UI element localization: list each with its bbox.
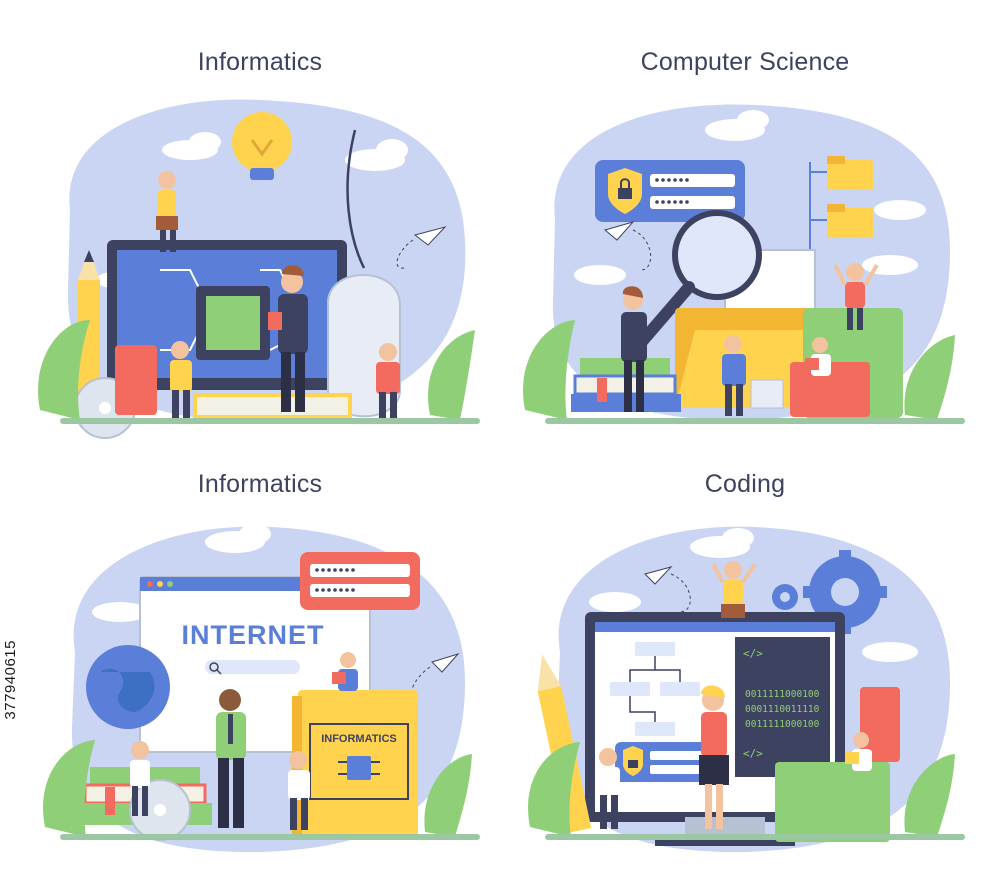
ground-line: [60, 418, 480, 424]
code-tag-open: </>: [743, 647, 763, 660]
magnifier-icon: [627, 210, 762, 358]
panel-title: Computer Science: [640, 48, 850, 76]
computer-science-illustration: [523, 104, 965, 424]
paper-plane-icon: [396, 226, 447, 269]
ground-line: [545, 418, 965, 424]
person-boy-center: [722, 335, 746, 416]
person-woman-holding-magnifier: [621, 286, 647, 412]
person-boy-left: [170, 341, 192, 420]
usb-plug: [750, 379, 784, 409]
panel-title: Informatics: [197, 48, 323, 76]
binary-line-2: 0001110011110: [745, 704, 820, 715]
gear-icon: [803, 550, 887, 634]
password-card: [615, 742, 715, 782]
person-boy-left: [598, 748, 620, 829]
plants: [38, 320, 475, 420]
plants: [523, 320, 955, 420]
lightbulb-icon: [232, 112, 292, 180]
coding-scene: </> 0011111000100 0001110011110 00111110…: [505, 512, 985, 872]
chip-icon: [338, 756, 380, 780]
chip-icon: [196, 286, 270, 360]
person-girl-cheering: [833, 263, 879, 330]
folder-icon: [827, 156, 873, 190]
person-woman-teacher: [268, 265, 308, 412]
cd-disc-icon: [129, 779, 191, 841]
password-card: [300, 552, 420, 610]
usb-drive: [860, 687, 900, 762]
paper-plane-icon: [644, 566, 691, 613]
lock-icon: [623, 746, 643, 776]
plants: [528, 742, 955, 837]
plants: [43, 740, 472, 837]
usb-drive: [115, 345, 157, 415]
flowchart: [610, 642, 700, 736]
book: [193, 393, 352, 419]
informatics-scene: [20, 90, 500, 450]
coding-illustration: </> 0011111000100 0001110011110 00111110…: [528, 526, 965, 853]
password-card: [595, 160, 745, 222]
person-woman-teacher: [699, 685, 729, 829]
panel-title: Informatics: [197, 470, 323, 498]
paper-plane-icon: [603, 221, 652, 271]
search-bar: [205, 660, 300, 674]
circuit-board: [775, 762, 890, 842]
internet-scene: INTERNET: [20, 512, 500, 872]
red-drive: [790, 362, 870, 417]
panel-title: Coding: [704, 470, 786, 498]
person-girl-left: [130, 741, 150, 816]
person-teacher-man: [216, 689, 246, 828]
ground-line: [60, 834, 480, 840]
internet-illustration: INTERNET: [43, 524, 480, 853]
person-girl-cheering: [711, 561, 757, 618]
person-boy-reading: [845, 732, 872, 771]
code-tag-close: </>: [743, 747, 763, 760]
book-label: INFORMATICS: [321, 733, 397, 745]
binary-line-1: 0011111000100: [745, 689, 820, 700]
informatics-illustration: [38, 99, 480, 439]
person-boy-right: [376, 343, 400, 422]
internet-heading: INTERNET: [182, 620, 325, 650]
ground-line: [545, 834, 965, 840]
lock-icon: [608, 168, 642, 214]
person-girl-sitting: [156, 171, 178, 252]
panel-coding: Coding: [505, 450, 985, 870]
gear-icon: [772, 584, 798, 610]
person-boy-reading: [332, 652, 358, 691]
folder-tree: [809, 156, 873, 250]
search-icon: [209, 662, 222, 675]
globe-icon: [86, 645, 170, 729]
informatics-book: INFORMATICS: [292, 690, 418, 840]
person-boy-reading: [805, 337, 831, 376]
panel-informatics-bottom: Informatics INTERNET: [20, 450, 500, 870]
clouds: [589, 528, 918, 662]
folder-icon: [827, 204, 873, 238]
panel-computer-science: Computer Science: [505, 20, 985, 440]
panel-informatics-top: Informatics: [20, 20, 500, 440]
person-boy-right: [288, 751, 310, 830]
code-panel: </> 0011111000100 0001110011110 00111110…: [735, 637, 830, 777]
computer-science-scene: [505, 90, 985, 450]
stock-id-watermark: 377940615: [2, 640, 19, 720]
clouds: [574, 110, 926, 285]
binary-line-3: 0011111000100: [745, 719, 820, 730]
